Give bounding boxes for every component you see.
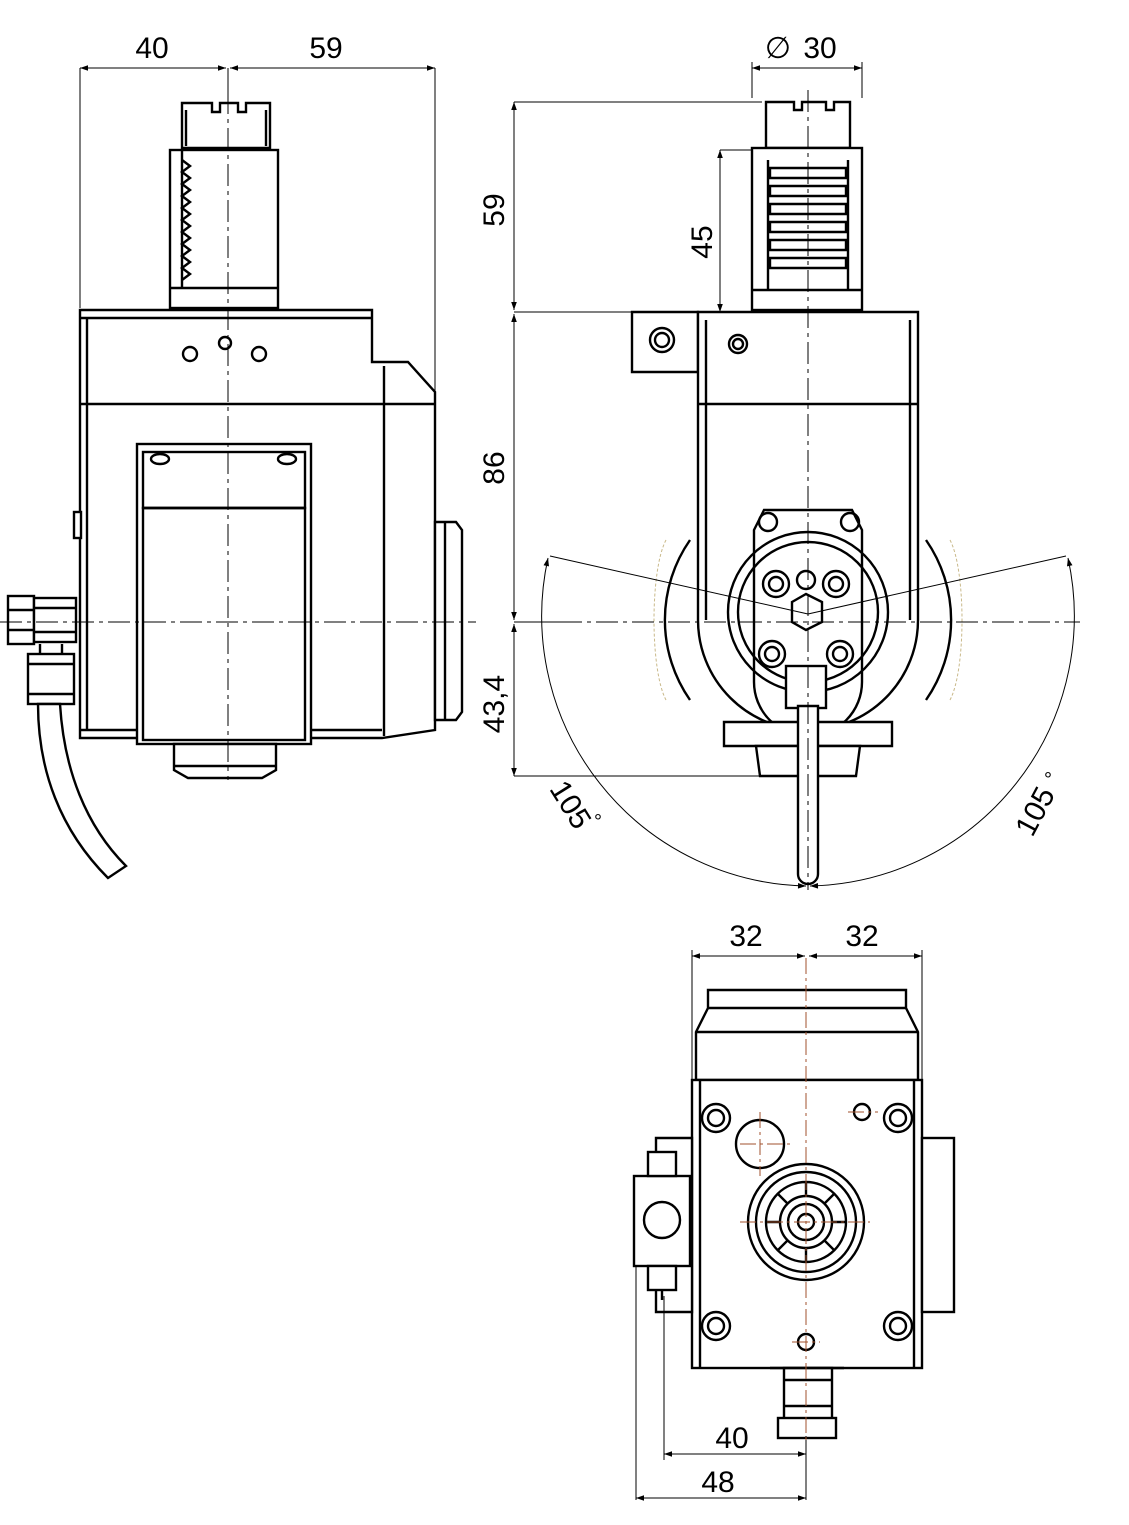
bolt-hole (181, 345, 199, 363)
clamp-lever-block (784, 664, 828, 710)
dim-height-45: 45 (686, 225, 719, 258)
bolt-hole (250, 345, 268, 363)
coolant-fitting (782, 1366, 834, 1426)
dim-height-43-4: 43,4 (478, 675, 511, 733)
side-cover (920, 1136, 956, 1314)
flange (433, 520, 464, 722)
bottom-spigot (172, 742, 278, 780)
bolt-hole (217, 335, 233, 351)
dim-diameter-30: 30 (803, 32, 836, 65)
side-cover (135, 442, 313, 746)
dim-width-32-right: 32 (845, 920, 878, 953)
front-view: ∅ 30 59 45 86 43,4 (478, 32, 1080, 890)
dim-offset-40: 40 (715, 1422, 748, 1455)
dim-width-59: 59 (309, 32, 342, 65)
coolant-fitting (6, 594, 78, 706)
dim-angle-105-right: 105 (1009, 782, 1062, 842)
bottom-view: 32 32 (632, 920, 956, 1501)
diameter-symbol: ∅ (765, 32, 791, 65)
dim-width-40: 40 (135, 32, 168, 65)
collet-nut (180, 101, 272, 150)
degree-symbol: ° (594, 811, 602, 833)
upper-flange (694, 988, 920, 1082)
tool-shank (168, 148, 280, 310)
dim-height-59: 59 (478, 193, 511, 226)
housing-body (690, 1078, 924, 1370)
dim-height-86: 86 (478, 451, 511, 484)
coolant-hose (36, 702, 128, 880)
side-view: 40 59 (0, 32, 476, 880)
dim-width-32-left: 32 (729, 920, 762, 953)
mounting-screw (700, 1102, 914, 1342)
degree-symbol: ° (1044, 769, 1052, 791)
dim-offset-48: 48 (701, 1466, 734, 1499)
dim-angle-105-left: 105 (543, 775, 598, 835)
mounting-bracket (630, 310, 700, 374)
swivel-arc (541, 557, 807, 889)
